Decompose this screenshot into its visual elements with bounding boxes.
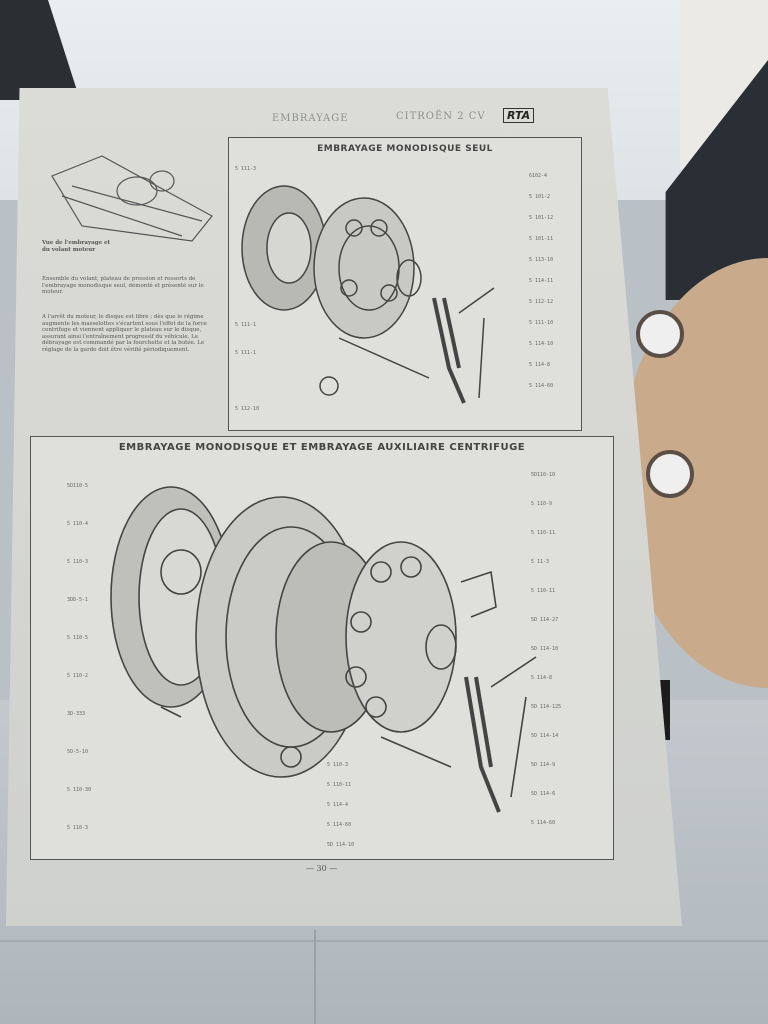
engine-illustration <box>51 155 213 242</box>
header-section: EMBRAYAGE <box>272 113 349 124</box>
rta-logo: RTA <box>503 108 535 123</box>
paragraph: A l'arrêt du moteur, le disque est libre… <box>42 314 207 353</box>
page-number: — 30 — <box>306 864 338 873</box>
clutch-centrifugal-diagram <box>110 486 537 813</box>
figure-clutch-centrifugal: EMBRAYAGE MONODISQUE ET EMBRAYAGE AUXILI… <box>30 436 614 860</box>
part-label: 5 101-12 <box>529 215 554 221</box>
part-label: 5 111-10 <box>529 320 554 326</box>
part-labels-right: 5D110-10 5 110-9 5 110-11 5 11-3 5 110-1… <box>531 461 561 838</box>
part-label: 5 11-3 <box>531 559 550 565</box>
part-label: 5 110-2 <box>67 673 89 679</box>
part-label: 5 112-12 <box>529 299 554 305</box>
part-label: 5D-5-10 <box>67 749 89 755</box>
part-labels-left: 5 111-3 5 111-1 5 111-1 5 112-10 <box>235 166 259 412</box>
disc-hole <box>646 450 694 498</box>
part-label: 5 111-3 <box>235 166 257 172</box>
part-label: 5 101-11 <box>529 236 554 242</box>
part-label: 5 113-10 <box>529 257 554 263</box>
part-label: 5D 114-6 <box>531 791 556 797</box>
part-label: 6102-4 <box>529 173 548 179</box>
part-label: 5 114-8 <box>529 362 551 368</box>
part-label: 5 114-60 <box>529 383 554 389</box>
figure-title: EMBRAYAGE MONODISQUE ET EMBRAYAGE AUXILI… <box>118 442 526 453</box>
part-label: 5 101-2 <box>529 194 551 200</box>
figure-title: EMBRAYAGE MONODISQUE SEUL <box>317 144 493 154</box>
figure-caption: Vue de l'embrayage et du volant moteur <box>42 240 111 253</box>
manual-page: EMBRAYAGE CITROËN 2 CV RTA Vue de l'embr… <box>6 88 682 926</box>
part-label: 5 110-11 <box>531 530 556 536</box>
part-label: 5 110-11 <box>327 782 352 788</box>
part-labels-bottom: 5 110-3 5 110-11 5 114-4 5 114-60 5D 114… <box>327 755 354 855</box>
part-label: 5 111-1 <box>235 322 257 328</box>
clutch-diagram <box>241 185 495 404</box>
part-label: 5 110-3 <box>67 559 89 565</box>
part-label: 5 114-4 <box>327 802 349 808</box>
header-model: CITROËN 2 CV <box>396 111 486 122</box>
tile-joint <box>0 940 768 942</box>
part-label: 5 112-10 <box>235 406 260 412</box>
part-label: 5D110-10 <box>531 472 556 478</box>
part-label: 5 110-5 <box>67 635 89 641</box>
part-label: 3D-333 <box>67 711 86 717</box>
part-label: 5D 114-14 <box>531 733 559 739</box>
part-label: 5 114-60 <box>327 822 352 828</box>
part-label: 5 110-11 <box>531 588 556 594</box>
part-label: 5D 114-125 <box>531 704 562 710</box>
part-label: 5 110-3 <box>327 762 349 768</box>
part-label: 5D 114-10 <box>327 842 355 848</box>
tile-joint <box>314 930 316 1024</box>
part-label: 5D 114-9 <box>531 762 556 768</box>
part-label: 5 111-1 <box>235 350 257 356</box>
part-label: 5 110-3 <box>67 825 89 831</box>
part-labels-left: 5D110-5 5 110-4 5 110-3 3DD-5-1 5 110-5 … <box>67 467 91 847</box>
part-label: 5 110-9 <box>531 501 553 507</box>
part-label: 5 110-30 <box>67 787 92 793</box>
part-label: 5 114-11 <box>529 278 554 284</box>
figure-clutch-single: EMBRAYAGE MONODISQUE SEUL 5 111-3 5 111-… <box>228 137 582 431</box>
part-label: 3DD-5-1 <box>67 597 89 603</box>
part-label: 5 110-4 <box>67 521 89 527</box>
part-labels-right: 6102-4 5 101-2 5 101-12 5 101-11 5 113-1… <box>529 166 553 397</box>
part-label: 5D110-5 <box>67 483 89 489</box>
part-label: 5 114-8 <box>531 675 553 681</box>
part-label: 5D 114-27 <box>531 617 559 623</box>
paragraph: Ensemble du volant, plateau de pression … <box>42 276 204 295</box>
disc-hole <box>636 310 684 358</box>
part-label: 5D 114-10 <box>531 646 559 652</box>
part-label: 5 114-10 <box>529 341 554 347</box>
part-label: 5 114-60 <box>531 820 556 826</box>
